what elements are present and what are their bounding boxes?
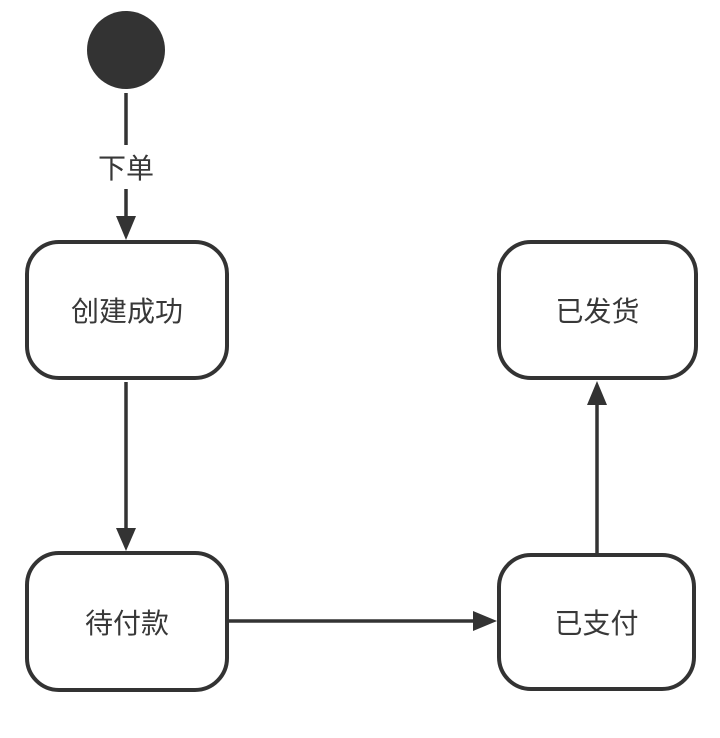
state-node-label: 创建成功 — [70, 296, 183, 327]
edge-paid-to-shipped-arrowhead — [587, 381, 607, 405]
state-node-awaiting-payment: 待付款 — [25, 551, 229, 692]
state-node-shipped: 已发货 — [497, 240, 698, 380]
state-node-paid: 已支付 — [497, 553, 696, 691]
state-node-order-created: 创建成功 — [25, 240, 229, 380]
state-node-label: 待付款 — [84, 607, 169, 639]
state-node-label: 已发货 — [555, 296, 640, 327]
initial-state-icon — [87, 11, 165, 89]
edge-pending-to-paid-arrowhead — [473, 611, 497, 631]
state-node-label: 已支付 — [554, 608, 639, 639]
edge-start-to-created-arrowhead — [116, 216, 136, 240]
edge-created-to-pending-arrowhead — [116, 528, 136, 551]
edge-label-place-order: 下单 — [92, 145, 160, 189]
